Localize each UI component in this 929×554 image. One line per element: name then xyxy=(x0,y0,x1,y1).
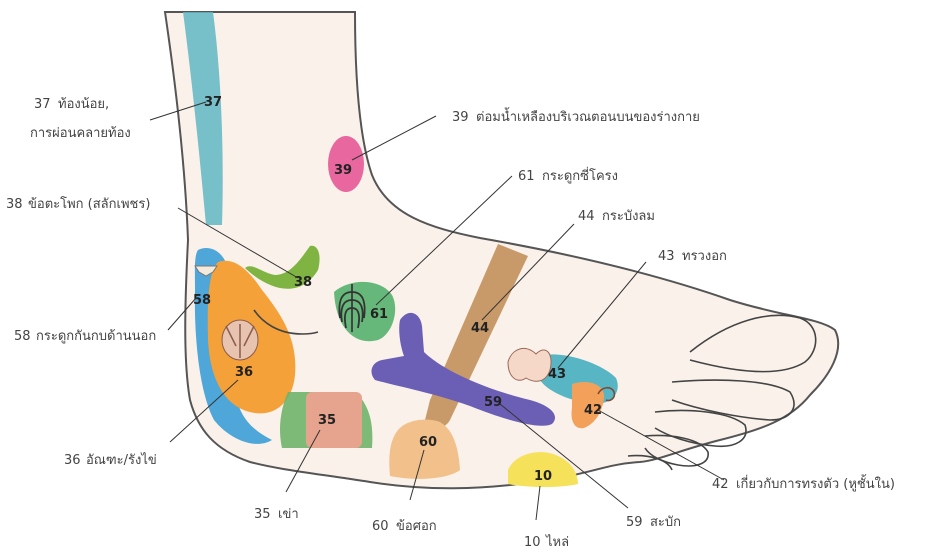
zone-42-label-number: 42 xyxy=(712,477,729,492)
zone-37-label-line1: ท้องน้อย, xyxy=(58,97,109,112)
zone-39-label: ต่อมน้ำเหลืองบริเวณตอนบนของร่างกาย xyxy=(476,107,700,125)
organ-pictogram xyxy=(222,320,258,360)
zone-43-label-number: 43 xyxy=(658,249,675,264)
zone-60-label-number: 60 xyxy=(372,519,389,534)
zone-44-number: 44 xyxy=(471,321,489,336)
zone-36-number: 36 xyxy=(235,365,253,380)
zone-35-number: 35 xyxy=(318,413,336,428)
zone-37-label-number: 37 xyxy=(34,97,51,112)
zone-60-number: 60 xyxy=(419,435,437,450)
zone-61-label: กระดูกซี่โครง xyxy=(542,167,618,184)
zone-43-number: 43 xyxy=(548,367,566,382)
zone-61-label-number: 61 xyxy=(518,169,535,184)
zone-36-label-number: 36 xyxy=(64,453,81,468)
zone-37-label-line2: การผ่อนคลายท้อง xyxy=(30,126,131,141)
zone-60-label: ข้อศอก xyxy=(396,519,437,534)
zone-59-label: สะบัก xyxy=(650,515,681,530)
zone-58-label-number: 58 xyxy=(14,329,31,344)
zone-35-label: เข่า xyxy=(278,507,299,522)
zone-35-label-number: 35 xyxy=(254,507,271,522)
zone-10-label-number: 10 xyxy=(524,535,541,550)
zone-43-label: ทรวงอก xyxy=(682,249,727,264)
zone-38-label-number: 38 xyxy=(6,197,23,212)
zone-10-number: 10 xyxy=(534,469,552,484)
zone-36-label: อัณฑะ/รังไข่ xyxy=(86,452,157,468)
leader-39 xyxy=(352,116,436,160)
zone-42-label: เกี่ยวกับการทรงตัว (หูชั้นใน) xyxy=(736,474,895,492)
zone-37-number: 37 xyxy=(204,95,222,110)
zone-59-label-number: 59 xyxy=(626,515,643,530)
chest-pictogram xyxy=(508,348,551,381)
zone-58-number: 58 xyxy=(193,293,211,308)
zone-44-label: กระบังลม xyxy=(602,209,655,224)
zone-61-number: 61 xyxy=(370,307,388,322)
zone-44-label-number: 44 xyxy=(578,209,595,224)
zone-10-label: ไหล่ xyxy=(545,534,569,550)
zone-58-label: กระดูกกันกบด้านนอก xyxy=(36,329,156,344)
leader-10 xyxy=(536,486,540,520)
zone-38-label: ข้อตะโพก (สลักเพชร) xyxy=(28,196,150,212)
zone-59-number: 59 xyxy=(484,395,502,410)
zone-39-label-number: 39 xyxy=(452,110,469,125)
zone-39-number: 39 xyxy=(334,163,352,178)
